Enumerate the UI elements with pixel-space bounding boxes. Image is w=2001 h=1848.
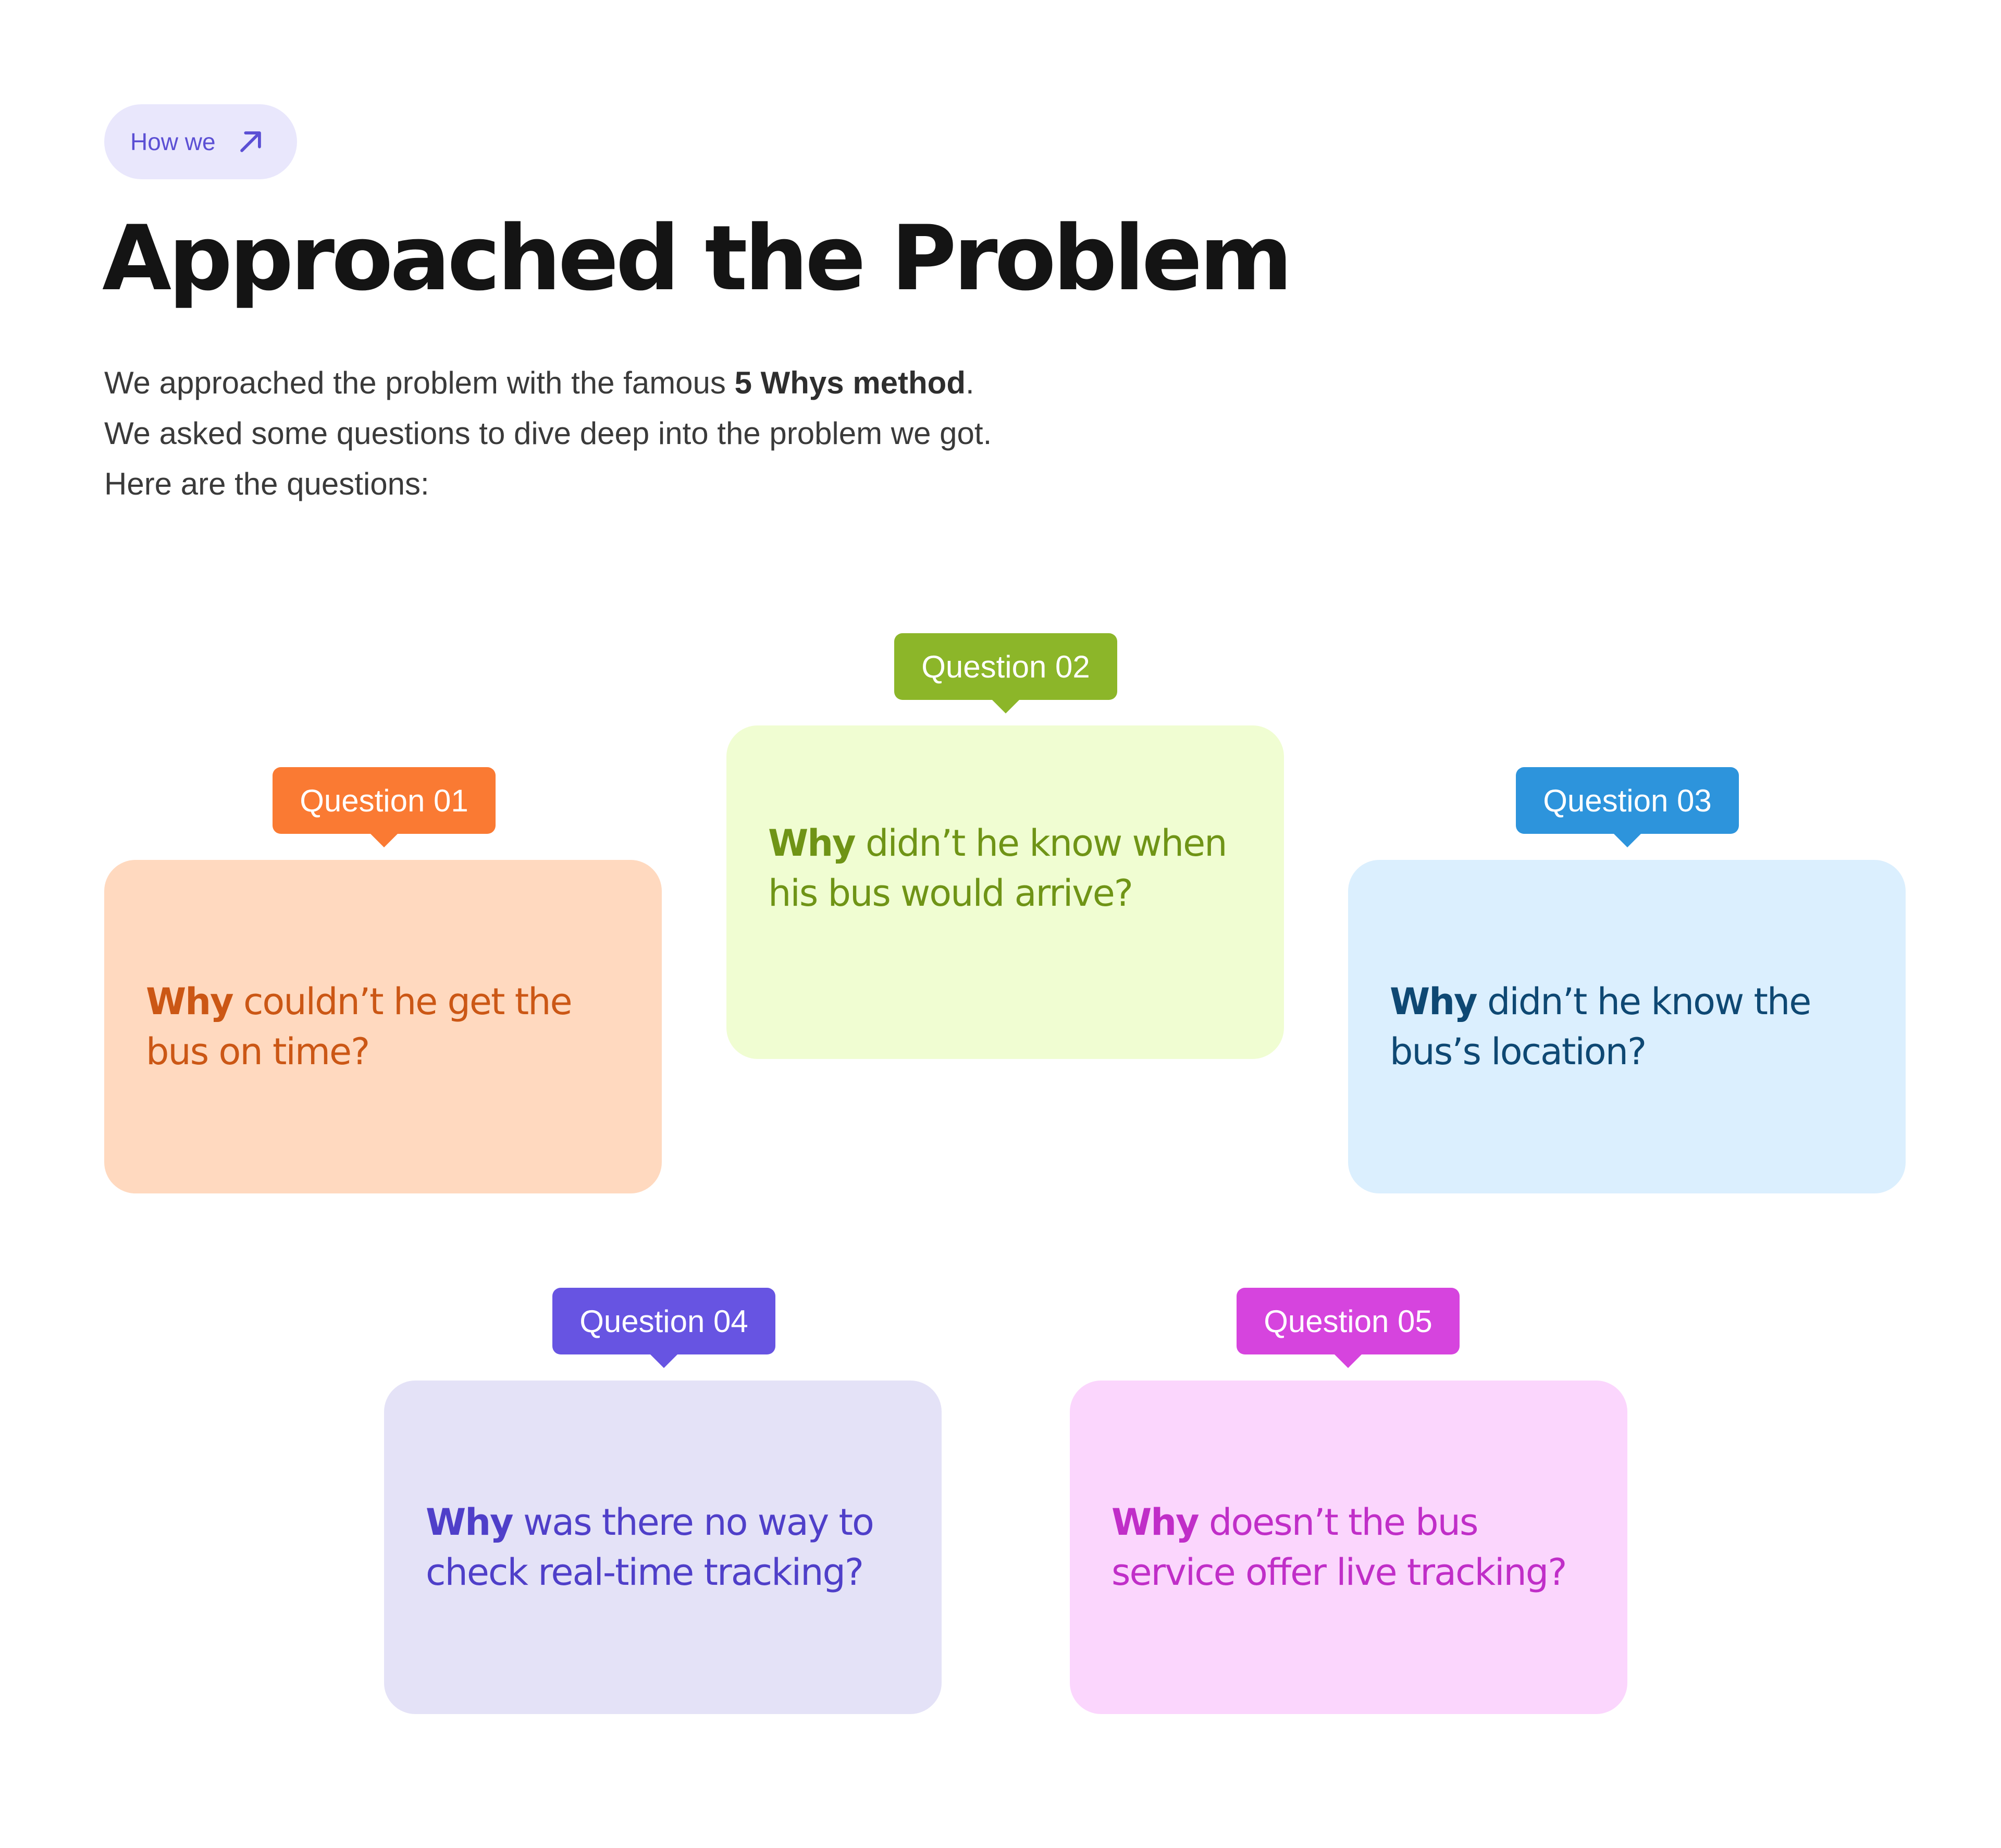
question-05-tag-label: Question 05 [1264,1303,1432,1339]
question-02-rest: didn’t he know when his bus would arrive… [768,822,1228,915]
question-02-tag: Question 02 [894,633,1117,713]
question-03-lead: Why [1390,980,1478,1023]
question-03-card: Why didn’t he know the bus’s location? [1348,860,1906,1193]
question-04-tag: Question 04 [552,1288,775,1368]
question-05-lead: Why [1111,1501,1200,1544]
question-01-tag: Question 01 [273,767,496,847]
question-04-tag-label: Question 04 [579,1303,748,1339]
question-01-rest: couldn’t he get the bus on time? [146,980,573,1073]
page-title: Approached the Problem [102,206,1293,311]
question-03-text: Why didn’t he know the bus’s location? [1390,977,1864,1077]
intro-line-2: We asked some questions to dive deep int… [104,416,992,451]
how-we-pill[interactable]: How we [104,104,297,179]
question-03-tag: Question 03 [1516,767,1739,847]
question-04-rest: was there no way to check real-time trac… [426,1501,874,1594]
intro-line-1-end: . [965,365,974,400]
question-05-card: Why doesn’t the bus service offer live t… [1070,1381,1627,1714]
question-02-text: Why didn’t he know when his bus would ar… [768,818,1242,918]
intro-line-1-start: We approached the problem with the famou… [104,365,735,400]
question-04-lead: Why [426,1501,514,1544]
arrow-up-right-icon [240,131,261,152]
question-01-text: Why couldn’t he get the bus on time? [146,977,620,1077]
question-04-text: Why was there no way to check real-time … [426,1497,900,1597]
pill-label: How we [130,128,216,155]
intro-method-name: 5 Whys method [734,365,966,400]
question-05-rest: doesn’t the bus service offer live track… [1111,1501,1567,1594]
question-01-card: Why couldn’t he get the bus on time? [104,860,662,1193]
question-04-card: Why was there no way to check real-time … [384,1381,942,1714]
intro-line-3: Here are the questions: [104,466,429,501]
question-02-tag-label: Question 02 [921,649,1090,684]
intro-text: We approached the problem with the famou… [104,358,992,509]
question-01-lead: Why [146,980,234,1023]
question-02-lead: Why [768,822,856,865]
intro-line-1: We approached the problem with the famou… [104,358,992,408]
question-02-card: Why didn’t he know when his bus would ar… [726,725,1284,1059]
question-05-text: Why doesn’t the bus service offer live t… [1111,1497,1586,1597]
question-05-tag: Question 05 [1237,1288,1460,1368]
question-01-tag-label: Question 01 [300,783,468,818]
question-03-tag-label: Question 03 [1543,783,1712,818]
question-03-rest: didn’t he know the bus’s location? [1390,980,1811,1073]
